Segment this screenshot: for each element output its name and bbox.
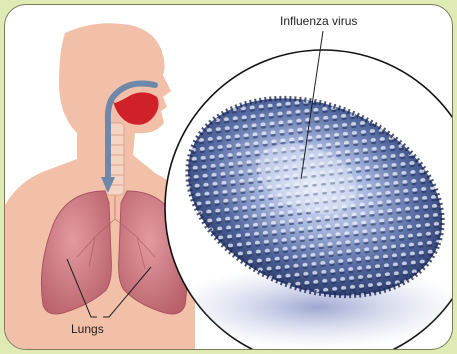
lungs-label: Lungs: [71, 322, 104, 336]
influenza-virus-label: Influenza virus: [280, 14, 357, 28]
illustration-canvas: [5, 5, 453, 350]
illustration-frame: Influenza virus Lungs: [4, 4, 453, 350]
magnified-view: [158, 50, 453, 350]
